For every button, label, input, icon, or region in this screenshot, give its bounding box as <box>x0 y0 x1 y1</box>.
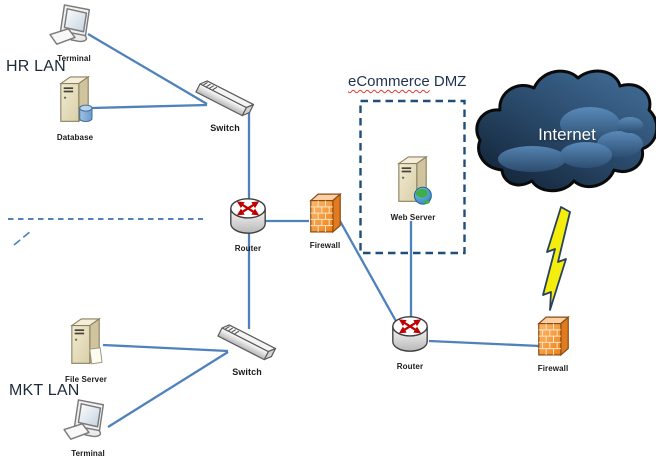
tower-server-file-icon <box>67 318 105 369</box>
node-switch-mkt[interactable]: Switch <box>215 320 279 377</box>
terminal-icon <box>63 399 113 443</box>
node-label: Switch <box>232 367 262 377</box>
dmz-boundary-box[interactable] <box>359 99 466 255</box>
node-switch-hr[interactable]: Switch <box>193 76 257 133</box>
switch-icon <box>216 320 278 362</box>
tower-server-database-icon <box>56 76 94 127</box>
node-firewall-outer[interactable]: Firewall <box>521 315 585 373</box>
firewall-icon <box>536 315 571 358</box>
router-icon <box>227 194 269 238</box>
node-label: Firewall <box>537 364 569 373</box>
router-icon <box>389 312 431 356</box>
dmz-word-underlined: eCommerce <box>348 73 430 90</box>
dmz-word-rest: DMZ <box>433 73 467 90</box>
tower-server-globe-icon <box>393 156 433 207</box>
node-firewall-inner[interactable]: Firewall <box>293 192 357 250</box>
edge-switch-mkt-terminal-mkt <box>107 351 229 428</box>
node-label: Web Server <box>390 213 436 222</box>
edge-router-edge-firewall-outer <box>428 339 541 348</box>
node-terminal-mkt[interactable]: Terminal <box>56 399 120 458</box>
lightning-bolt-connector[interactable] <box>542 206 571 311</box>
edge-terminal-hr-switch <box>87 33 208 105</box>
node-label: Database <box>56 133 94 142</box>
node-label: Router <box>234 244 262 253</box>
switch-icon <box>194 76 256 118</box>
internet-cloud-label: Internet <box>538 125 596 144</box>
node-router-core[interactable]: Router <box>216 194 280 253</box>
terminal-icon <box>49 4 99 48</box>
zone-label-mkt-lan: MKT LAN <box>9 382 80 399</box>
node-label: Router <box>396 362 424 371</box>
node-label: File Server <box>64 375 107 384</box>
node-label: Terminal <box>57 54 91 63</box>
node-terminal-hr[interactable]: Terminal <box>42 4 106 63</box>
edge-database-switch <box>91 103 208 110</box>
zone-label-dmz: eCommerce DMZ <box>348 73 466 90</box>
node-router-edge[interactable]: Router <box>378 312 442 371</box>
firewall-icon <box>308 192 343 235</box>
node-label: Firewall <box>309 241 341 250</box>
node-label: Terminal <box>71 449 105 458</box>
node-web-server[interactable]: Web Server <box>381 156 445 222</box>
cloud-inner-puffs <box>498 107 643 172</box>
node-database[interactable]: Database <box>43 76 107 142</box>
node-file-server[interactable]: File Server <box>54 318 118 384</box>
internet-cloud[interactable] <box>470 62 656 208</box>
zone-label-hr-lan: HR LAN <box>6 58 66 75</box>
edge-firewall-inner-router-edge <box>338 220 399 324</box>
divider-fragment-dashed-line <box>13 230 32 246</box>
edge-file-server-switch-mkt <box>102 343 229 353</box>
node-label: Switch <box>210 123 240 133</box>
